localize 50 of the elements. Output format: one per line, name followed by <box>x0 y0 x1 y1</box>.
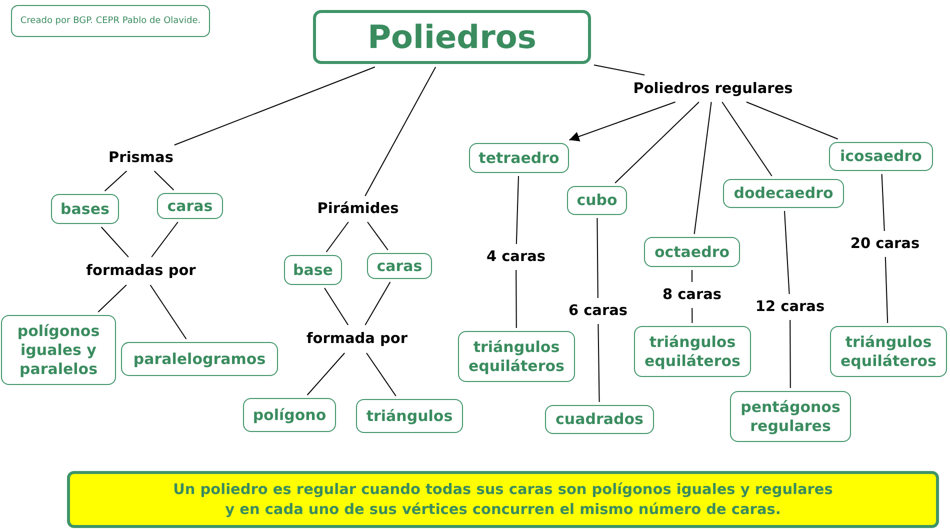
concept-box: polígono <box>243 398 336 432</box>
concept-box: tetraedro <box>469 143 569 173</box>
connector-line <box>881 174 885 232</box>
connector-line <box>884 256 888 324</box>
concept-box: caras <box>367 253 432 279</box>
connector-line <box>367 222 388 250</box>
connector-line <box>326 222 349 252</box>
concept-box: triángulos equiláteros <box>458 331 575 382</box>
connector-line <box>364 66 436 196</box>
connector-line <box>150 284 187 340</box>
connector-line <box>746 102 838 140</box>
concept-box: triángulos equiláteros <box>634 326 751 377</box>
concept-box: dodecaedro <box>723 179 844 208</box>
connector-line <box>784 210 790 294</box>
credit-box: Creado por BGP. CEPR Pablo de Olavide. <box>11 5 210 37</box>
concept-box: paralelogramos <box>121 342 278 376</box>
concept-box: polígonos iguales y paralelos <box>1 315 116 385</box>
arrow <box>568 102 676 142</box>
concept-box: triángulos equiláteros <box>830 326 947 377</box>
connector-line <box>692 308 693 324</box>
title-box: Poliedros <box>313 10 591 64</box>
concept-box: cuadrados <box>545 405 654 434</box>
connector-line <box>598 324 600 402</box>
concept-box: icosaedro <box>829 142 933 171</box>
connector-line <box>366 352 396 396</box>
concept-box: pentágonos regulares <box>730 391 851 442</box>
connector-line <box>614 102 700 184</box>
connector-line <box>100 226 129 258</box>
connector-line <box>98 284 127 312</box>
connector-line <box>306 352 346 396</box>
connector-line <box>324 288 349 326</box>
connector-line <box>151 222 178 258</box>
connector-line <box>154 170 174 190</box>
concept-box: base <box>284 255 342 285</box>
connector-line <box>596 218 598 298</box>
concept-box: bases <box>51 194 119 224</box>
concept-box: cubo <box>567 186 627 215</box>
definition-box: Un poliedro es regular cuando todas sus caras son polígonos iguales y regulares y en cada uno de sus vértices concurren el mismo número de caras. <box>67 471 939 528</box>
connector-line <box>516 176 519 244</box>
concept-box: octaedro <box>644 237 740 267</box>
connector-line <box>516 270 517 328</box>
connector-line <box>790 320 791 388</box>
connector-line <box>694 102 712 234</box>
connector-line <box>104 170 128 192</box>
connector-line <box>174 66 376 146</box>
connector-line <box>594 64 646 76</box>
concept-box: triángulos <box>356 399 463 433</box>
concept-box: caras <box>157 193 223 219</box>
connector-line <box>722 102 772 176</box>
connector-line <box>364 282 391 326</box>
